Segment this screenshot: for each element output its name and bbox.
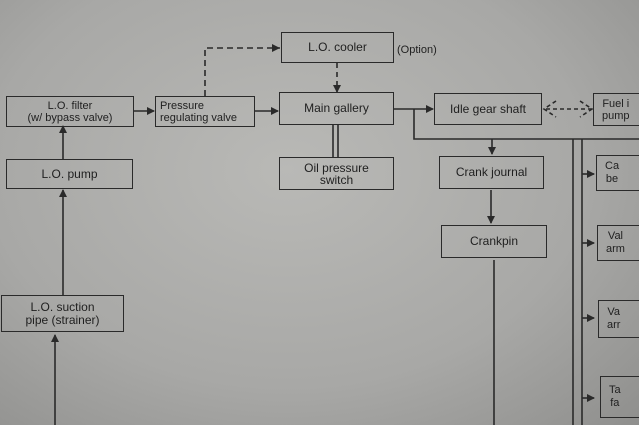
node-valve-arm-2-label: Va arr	[607, 306, 621, 331]
node-main-gallery: Main gallery	[279, 92, 394, 125]
node-fuel-pump-partial: Fuel i pump	[593, 93, 639, 126]
node-ca-be-partial: Ca be	[596, 155, 639, 191]
dashed-valve-to-cooler	[204, 47, 280, 96]
option-note: (Option)	[397, 44, 437, 56]
node-crankpin: Crankpin	[441, 225, 547, 258]
node-oil-switch-label: Oil pressure switch	[304, 160, 369, 187]
node-main-gallery-label: Main gallery	[304, 101, 369, 115]
node-valve-arm-partial-1: Val arm	[597, 225, 639, 261]
node-idle-gear-label: Idle gear shaft	[449, 101, 527, 116]
node-lo-suction-pipe: L.O. suction pipe (strainer)	[1, 295, 124, 332]
node-oil-pressure-switch: Oil pressure switch	[279, 157, 394, 190]
node-crank-journal: Crank journal	[439, 156, 544, 189]
node-valve-arm-1-label: Val arm	[606, 230, 625, 255]
node-lo-pump-label: L.O. pump	[41, 166, 98, 181]
node-pressure-regulating-valve: Pressure regulating valve	[155, 96, 255, 127]
node-lo-filter: L.O. filter (w/ bypass valve)	[6, 96, 134, 127]
node-lo-pump: L.O. pump	[6, 159, 133, 189]
node-idle-gear-shaft: Idle gear shaft	[434, 93, 542, 125]
node-fuel-pump-label: Fuel i pump	[602, 97, 630, 122]
node-crank-journal-label: Crank journal	[455, 165, 528, 179]
node-lo-cooler: L.O. cooler	[281, 32, 394, 63]
node-valve-arm-partial-2: Va arr	[598, 300, 639, 338]
branch-line	[413, 109, 492, 140]
node-ta-fa-label: Ta fa	[609, 384, 621, 409]
node-lo-cooler-label: L.O. cooler	[308, 40, 367, 54]
node-ta-fa-partial: Ta fa	[600, 376, 639, 418]
node-suction-pipe-label: L.O. suction pipe (strainer)	[25, 299, 100, 327]
node-ca-be-label: Ca be	[605, 160, 620, 185]
node-lo-filter-label: L.O. filter (w/ bypass valve)	[27, 99, 113, 124]
node-crankpin-label: Crankpin	[469, 234, 519, 248]
node-pressure-valve-label: Pressure regulating valve	[160, 99, 238, 124]
